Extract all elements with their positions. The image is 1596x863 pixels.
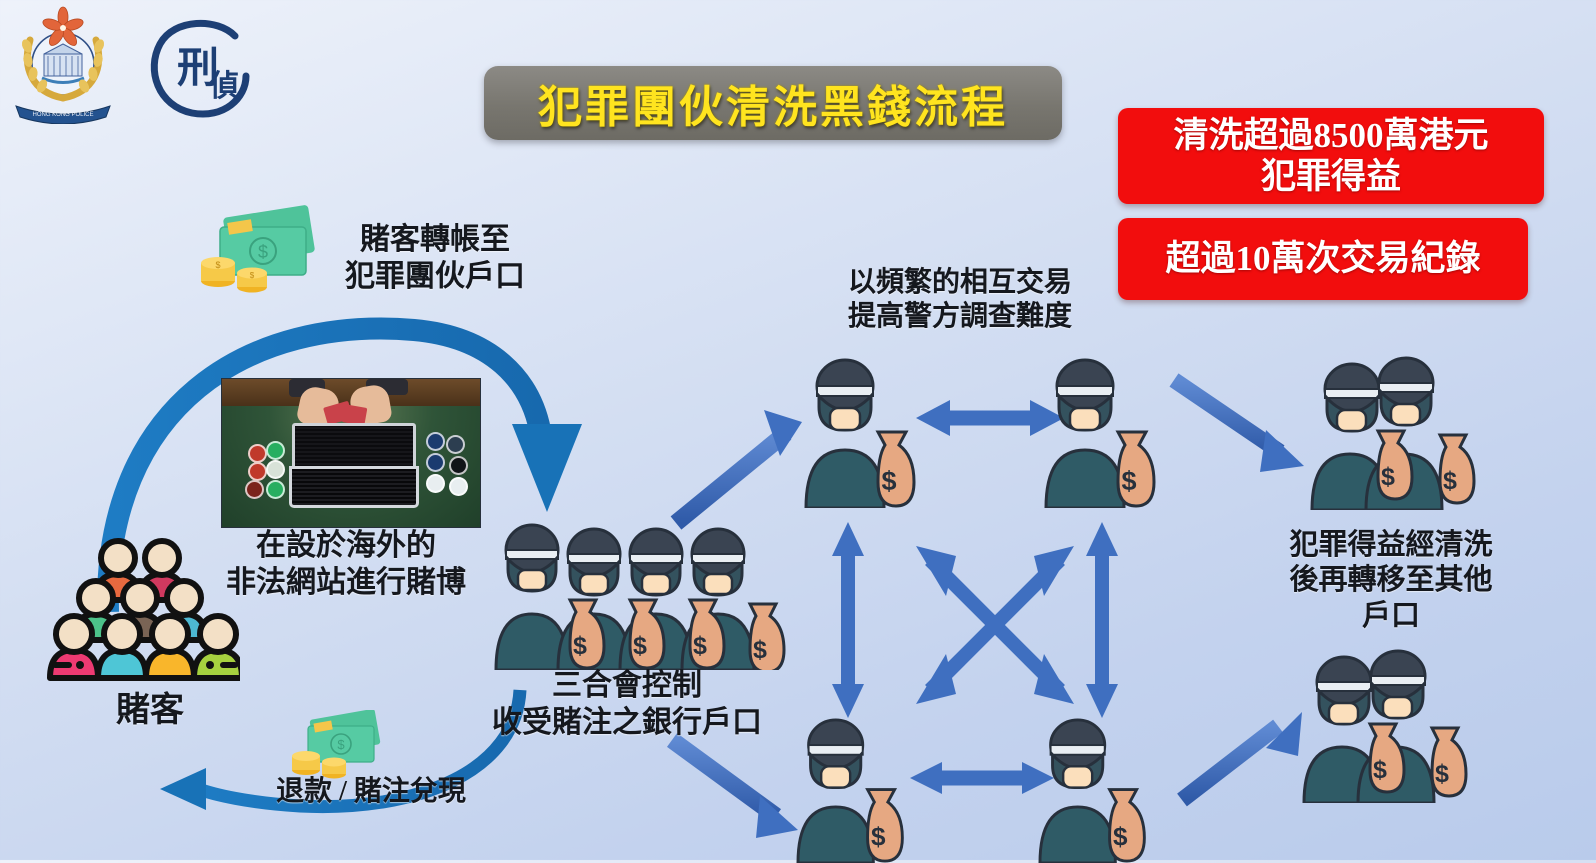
photo-laptop-keyboard: [289, 465, 419, 509]
label-offshore-gambling: 在設於海外的 非法網站進行賭博: [226, 529, 466, 599]
page-title: 犯罪團伙清洗黑錢流程: [538, 83, 1008, 132]
arrow-top-bidirectional: [916, 400, 1064, 436]
arrow-to-upper-right-group: [1169, 373, 1304, 472]
hong-kong-police-crest-logo: HONG KONG POLICE: [15, 6, 111, 124]
svg-text:$: $: [633, 632, 647, 660]
photo-chip: [245, 479, 265, 499]
arrow-diagonal-bidirectional-b: [916, 546, 1074, 704]
label-triad-bank-accounts: 三合會控制 收受賭注之銀行戶口: [492, 669, 762, 739]
svg-text:$: $: [215, 260, 220, 270]
photo-chip: [446, 435, 466, 455]
label-frequent-transactions: 以頻繁的相互交易 提高警方調查難度: [847, 267, 1072, 333]
callout-laundered-amount: 清洗超過8500萬港元 犯罪得益: [1118, 108, 1544, 204]
label-transfer-to-account: 賭客轉帳至 犯罪團伙戶口: [345, 223, 525, 293]
arrow-right-vertical-bidirectional: [1086, 522, 1118, 718]
svg-text:$: $: [1381, 463, 1395, 491]
label-gamblers: 賭客: [116, 692, 184, 729]
arrow-left-vertical-bidirectional: [832, 522, 864, 718]
photo-playing-card: [341, 403, 368, 426]
svg-text:$: $: [250, 271, 255, 280]
network-node-bottom-left: $: [796, 718, 904, 863]
photo-chip: [425, 473, 445, 493]
photo-chip: [425, 453, 445, 472]
arc-arrow-deposit: [96, 317, 582, 613]
online-casino-laptop-photo: [221, 378, 481, 528]
photo-laptop-screen: [291, 423, 417, 472]
callout-transaction-count: 超過10萬次交易紀錄: [1118, 218, 1528, 300]
svg-text:$: $: [881, 466, 896, 496]
arrow-triad-to-top-network: [670, 410, 802, 530]
svg-text:$: $: [258, 242, 268, 262]
arrow-bottom-bidirectional: [910, 762, 1054, 794]
svg-text:$: $: [871, 822, 886, 852]
svg-text:$: $: [1435, 760, 1449, 788]
photo-chip: [449, 476, 469, 496]
svg-text:HONG KONG POLICE: HONG KONG POLICE: [32, 112, 93, 118]
triad-controlled-accounts-group: $ $ $ $: [494, 523, 786, 670]
arrow-to-lower-right-group: [1177, 712, 1302, 807]
network-node-top-left: $: [804, 358, 916, 508]
refund-money-icon: $: [292, 710, 381, 779]
label-proceeds-moved: 犯罪得益經清洗 後再轉移至其他 戶口: [1289, 529, 1493, 632]
photo-chip: [265, 479, 285, 499]
crowd-of-gamblers-icon: [47, 538, 240, 681]
label-refund-payout: 退款 / 賭注兌現: [276, 776, 466, 807]
svg-text:$: $: [573, 632, 587, 660]
photo-chip: [247, 461, 267, 481]
svg-text:$: $: [1373, 756, 1387, 784]
photo-chip: [247, 444, 267, 464]
callout-line-1: 超過10萬次交易紀錄: [1165, 239, 1481, 279]
destination-account-lower-right: $ $: [1302, 649, 1468, 803]
network-node-bottom-right: $: [1038, 718, 1146, 863]
svg-text:偵: 偵: [208, 70, 239, 103]
svg-text:$: $: [1121, 466, 1136, 496]
photo-chip: [449, 455, 469, 475]
svg-text:$: $: [337, 737, 345, 752]
svg-text:$: $: [693, 632, 707, 660]
svg-text:$: $: [1113, 822, 1128, 852]
arrow-triad-to-bottom-network: [666, 733, 798, 838]
destination-account-upper-right: $ $: [1310, 356, 1476, 510]
callout-line-2: 犯罪得益: [1260, 157, 1401, 196]
photo-chip: [265, 460, 285, 480]
page-title-banner: 犯罪團伙清洗黑錢流程: [484, 66, 1062, 140]
svg-text:$: $: [1443, 467, 1457, 495]
network-node-top-right: $: [1044, 358, 1156, 508]
svg-text:$: $: [753, 636, 767, 664]
criminal-investigation-seal-logo: 刑 偵: [150, 20, 250, 118]
arc-arrow-refund: [160, 689, 527, 814]
photo-chip: [425, 432, 445, 452]
svg-text:刑: 刑: [177, 46, 219, 92]
photo-chip: [265, 441, 285, 461]
banknotes-and-coins-icon: $ $ $: [201, 205, 315, 293]
photo-laptop: [289, 423, 419, 515]
callout-line-1: 清洗超過8500萬港元: [1173, 115, 1489, 155]
